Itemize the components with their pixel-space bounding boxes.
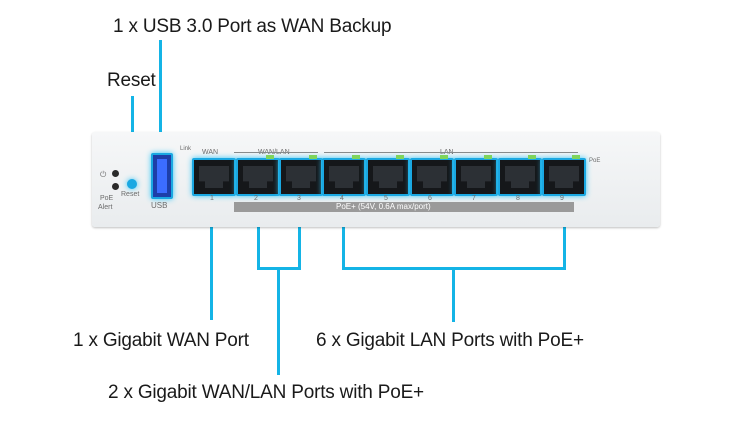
lan-bracket	[324, 152, 578, 153]
lan-leader-down	[452, 267, 455, 322]
poe-alert-led	[112, 183, 119, 190]
port-number: 6	[428, 195, 432, 202]
lan-port-5[interactable]	[498, 155, 542, 196]
poe-bar-text: PoE+ (54V, 0.6A max/port)	[336, 202, 431, 211]
alert-label: Alert	[98, 204, 113, 211]
usb-callout-label: 1 x USB 3.0 Port as WAN Backup	[113, 16, 392, 37]
port-number: 3	[297, 195, 301, 202]
wan-port[interactable]	[192, 158, 236, 196]
port-number: 4	[340, 195, 344, 202]
wanlan-leader-right	[298, 190, 301, 270]
link-label: Link	[180, 146, 192, 152]
wanlan-callout-label: 2 x Gigabit WAN/LAN Ports with PoE+	[108, 382, 424, 403]
usb-device-label: USB	[151, 201, 168, 210]
wanlan-port-2[interactable]	[279, 155, 323, 196]
poe-label: PoE	[100, 195, 114, 202]
port-number: 7	[472, 195, 476, 202]
reset-button[interactable]	[127, 179, 137, 189]
lan-callout-label: 6 x Gigabit LAN Ports with PoE+	[316, 330, 584, 351]
reset-callout-label: Reset	[107, 70, 156, 91]
usb-leader-line	[159, 40, 162, 155]
port-number: 2	[254, 195, 258, 202]
lan-leader-left	[342, 190, 345, 270]
port-number: 1	[210, 195, 214, 202]
lan-port-3[interactable]	[410, 155, 454, 196]
lan-leader-right	[563, 190, 566, 270]
wanlan-leader-down	[277, 267, 280, 375]
wanlan-bracket	[234, 152, 318, 153]
reset-device-label: Reset	[121, 191, 140, 198]
power-icon: ⏻	[100, 170, 107, 179]
wanlan-port-1[interactable]	[236, 155, 280, 196]
poe-info-bar: PoE+ (54V, 0.6A max/port)	[234, 202, 574, 212]
lan-port-6[interactable]	[542, 155, 586, 196]
lan-port-4[interactable]	[454, 155, 498, 196]
wan-callout-label: 1 x Gigabit WAN Port	[73, 330, 249, 351]
port-number: 9	[560, 195, 564, 202]
wan-leader-line	[210, 190, 213, 320]
power-led	[112, 170, 119, 177]
lan-port-1[interactable]	[322, 155, 366, 196]
usb-slot	[157, 159, 167, 193]
wan-group-label: WAN	[202, 149, 219, 156]
wanlan-leader-left	[257, 190, 260, 270]
port-number: 8	[516, 195, 520, 202]
usb-port[interactable]	[151, 153, 173, 199]
poe-right-label: PoE	[589, 158, 601, 164]
port-number: 5	[384, 195, 388, 202]
lan-port-2[interactable]	[366, 155, 410, 196]
